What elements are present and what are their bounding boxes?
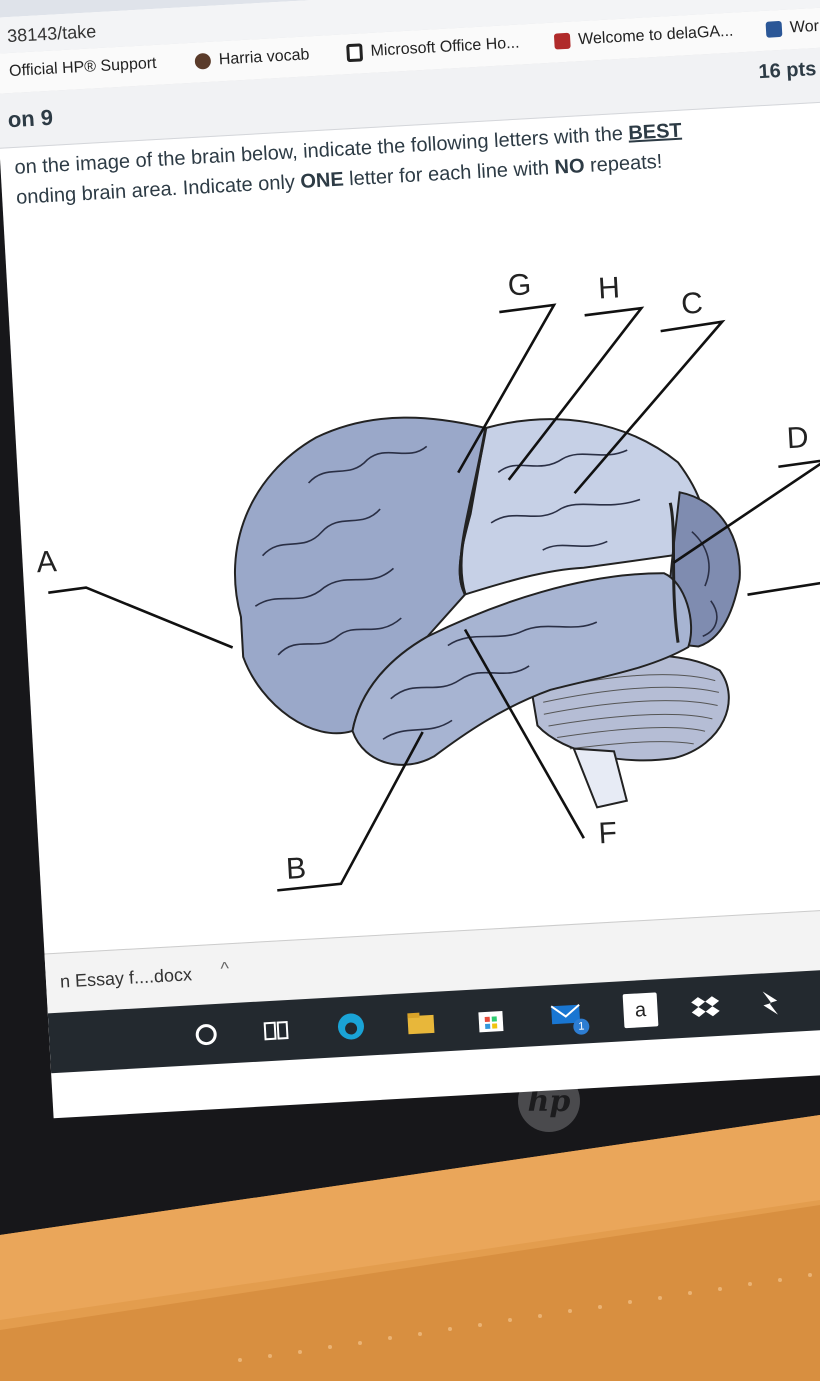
bookmark-label: Wor bbox=[789, 17, 820, 37]
task-view-icon[interactable] bbox=[258, 1013, 294, 1049]
label-h: H bbox=[597, 271, 621, 306]
amazon-letter: a bbox=[634, 998, 647, 1022]
emphasis-no: NO bbox=[553, 155, 586, 179]
question-line-2-text-e: repeats! bbox=[583, 150, 663, 178]
url-text[interactable]: 38143/take bbox=[6, 21, 97, 47]
word-icon bbox=[765, 20, 783, 38]
quizlet-icon bbox=[194, 52, 212, 70]
bookmark-label: Welcome to delaGA... bbox=[577, 22, 734, 49]
chevron-up-icon[interactable]: ^ bbox=[219, 958, 230, 979]
leader-line-g bbox=[457, 303, 557, 474]
label-g: G bbox=[506, 268, 533, 303]
delaga-icon bbox=[553, 32, 571, 50]
download-item[interactable]: n Essay f....docx bbox=[59, 964, 193, 992]
temporal-lobe-region bbox=[351, 572, 693, 766]
parietal-lobe-region bbox=[458, 418, 707, 596]
label-f: F bbox=[597, 816, 618, 851]
bookmark-delaga[interactable]: Welcome to delaGA... bbox=[553, 22, 734, 51]
leader-line-e bbox=[747, 577, 820, 596]
question-points: 16 pts bbox=[757, 58, 817, 84]
bookmark-hp-support[interactable]: Official HP® Support bbox=[9, 55, 157, 81]
office-icon bbox=[346, 43, 364, 63]
leader-line-h bbox=[507, 306, 645, 481]
bookmark-label: Harria vocab bbox=[218, 46, 310, 69]
leader-line-c bbox=[573, 319, 726, 495]
amazon-icon[interactable]: a bbox=[622, 992, 659, 1029]
mail-badge: 1 bbox=[572, 1018, 590, 1036]
label-d: D bbox=[785, 421, 810, 456]
bookmark-office-home[interactable]: Microsoft Office Ho... bbox=[346, 35, 520, 63]
leader-line-a bbox=[48, 586, 234, 649]
leader-line-b bbox=[277, 731, 424, 892]
leader-line-f bbox=[463, 628, 585, 839]
file-explorer-icon[interactable] bbox=[403, 1005, 439, 1041]
app-bolt-icon[interactable] bbox=[752, 985, 788, 1021]
question-line-2-text-c: letter for each line with bbox=[343, 156, 556, 191]
bookmark-word[interactable]: Wor bbox=[765, 18, 819, 39]
search-circle-icon[interactable] bbox=[188, 1017, 224, 1053]
dropbox-icon[interactable] bbox=[688, 989, 724, 1025]
bookmark-label: Microsoft Office Ho... bbox=[370, 34, 520, 60]
label-a: A bbox=[35, 545, 58, 580]
label-c: C bbox=[680, 286, 704, 321]
edge-browser-icon[interactable] bbox=[333, 1009, 369, 1045]
emphasis-best: BEST bbox=[627, 119, 683, 145]
emphasis-one: ONE bbox=[299, 168, 345, 193]
screen: 38143/take Official HP® Support Harria v… bbox=[0, 0, 820, 1119]
bookmark-label: Official HP® Support bbox=[8, 54, 157, 81]
leader-line-d bbox=[672, 458, 820, 564]
question-number: on 9 bbox=[7, 104, 54, 133]
label-b: B bbox=[285, 851, 308, 886]
brain-illustration bbox=[48, 303, 820, 892]
mail-icon[interactable]: 1 bbox=[548, 997, 590, 1036]
windows-taskbar: 1 a P bbox=[47, 965, 820, 1074]
microsoft-store-icon[interactable] bbox=[473, 1001, 509, 1037]
brain-diagram: A B C D E F G H bbox=[5, 192, 820, 939]
bookmark-harria-vocab[interactable]: Harria vocab bbox=[194, 46, 310, 70]
brainstem-region bbox=[572, 747, 629, 809]
